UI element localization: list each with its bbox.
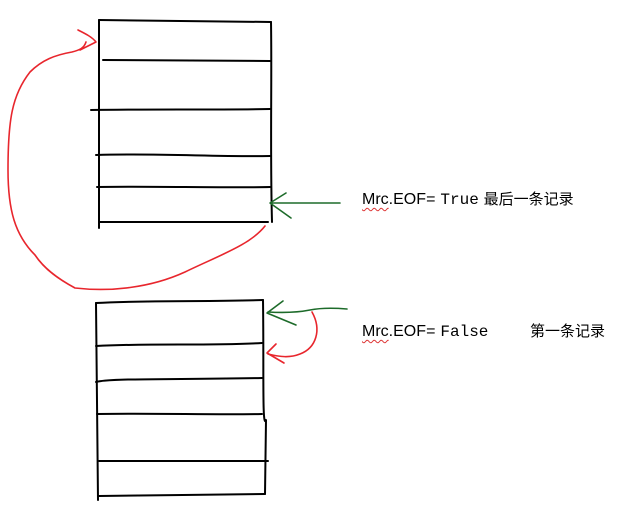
operator: =: [426, 323, 436, 341]
object-name: Mrc: [362, 323, 389, 340]
bottom-record-table: [95, 299, 269, 501]
eof-false-pointer: [266, 300, 348, 326]
eof-true-annotation: Mrc.EOF= True 最后一条记录: [362, 190, 574, 209]
loop-back-arrow: [7, 29, 266, 291]
bottom-table-row-line: [96, 412, 263, 416]
loop-curve: [7, 41, 266, 291]
bottom-table-bottom-edge: [98, 493, 266, 497]
property-name: EOF: [393, 191, 426, 208]
bottom-table-row-line: [95, 342, 263, 347]
first-record-curve: [267, 311, 318, 358]
last-record-label: 最后一条记录: [483, 190, 574, 208]
top-table-row-line: [102, 59, 271, 62]
bottom-table-top-edge: [95, 299, 264, 304]
eof-false-shaft: [267, 307, 348, 314]
property-name: EOF: [393, 323, 426, 340]
eof-false-value: False: [440, 323, 489, 341]
object-name: Mrc: [362, 191, 389, 208]
top-record-table: [90, 19, 273, 229]
top-table-row-line: [90, 108, 271, 111]
first-record-arrowhead-icon: [266, 343, 285, 364]
bottom-table-right-edge: [262, 299, 267, 495]
eof-true-pointer: [269, 192, 341, 219]
eof-false-arrowhead-icon: [266, 300, 297, 326]
top-table-top-edge: [98, 19, 272, 23]
first-record-label: 第一条记录: [530, 322, 606, 340]
loop-arrowhead-icon: [77, 29, 97, 51]
bottom-table-left-edge: [95, 302, 99, 501]
top-table-row-line: [95, 153, 271, 158]
eof-true-value: True: [440, 191, 479, 209]
top-table-right-edge: [270, 21, 273, 223]
eof-true-arrowhead-icon: [269, 192, 292, 219]
top-table-row-line: [96, 185, 271, 189]
first-record-arrow: [266, 311, 318, 364]
bottom-table-row-line: [95, 377, 263, 383]
eof-false-annotation: Mrc.EOF= False: [362, 323, 489, 341]
operator: =: [426, 191, 436, 209]
